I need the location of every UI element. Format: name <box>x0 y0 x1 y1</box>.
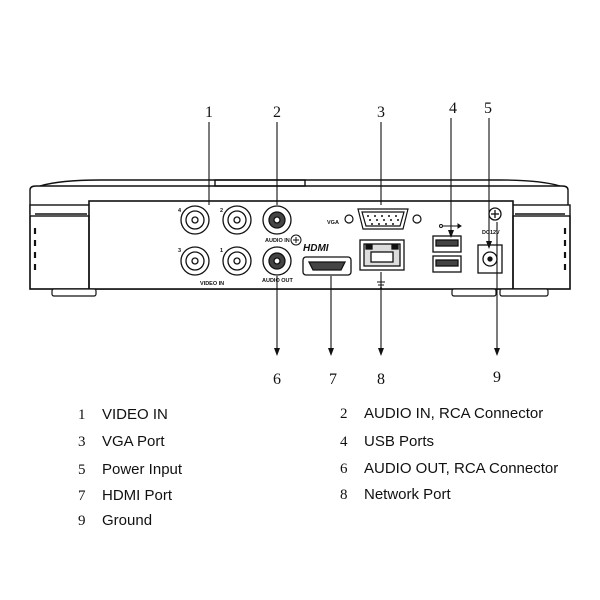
legend-number: 6 <box>340 461 348 477</box>
callout-7: 7 <box>329 371 337 388</box>
legend-label: AUDIO OUT, RCA Connector <box>364 460 559 477</box>
callout-5: 5 <box>484 100 492 117</box>
callout-3: 3 <box>377 104 385 121</box>
callout-arrowheads <box>274 230 500 356</box>
legend-number: 9 <box>78 513 86 529</box>
vga-port-icon <box>344 208 422 230</box>
legend-number: 8 <box>340 487 348 503</box>
callout-4: 4 <box>449 100 457 117</box>
legend-label: Network Port <box>364 486 451 503</box>
power-jack-icon <box>477 244 503 274</box>
audio-rca-connectors <box>262 205 292 276</box>
legend-label: Power Input <box>102 461 183 478</box>
legend-label: VGA Port <box>102 433 165 450</box>
ground-symbol-icon <box>290 234 302 246</box>
callout-9: 9 <box>493 369 501 386</box>
legend-number: 7 <box>78 488 86 504</box>
hdmi-panel-label: HDMI <box>303 243 329 254</box>
video-port-1-label: 1 <box>220 248 223 254</box>
callout-1: 1 <box>205 104 213 121</box>
legend-label: AUDIO IN, RCA Connector <box>364 405 544 422</box>
legend-number: 5 <box>78 462 86 478</box>
rear-panel-diagram: 4 2 3 1 VIDEO IN AUDIO IN AUDIO OUT VGA … <box>29 100 571 388</box>
legend: 1 VIDEO IN 2 AUDIO IN, RCA Connector 3 V… <box>0 400 600 600</box>
legend-item: 3 VGA Port <box>78 433 165 455</box>
legend-item: 5 Power Input <box>78 461 182 483</box>
network-port-icon <box>359 239 405 271</box>
legend-item: 7 HDMI Port <box>78 487 172 509</box>
callout-8: 8 <box>377 371 385 388</box>
network-ground-icon <box>377 281 385 289</box>
legend-number: 2 <box>340 406 348 422</box>
video-port-2-label: 2 <box>220 208 223 214</box>
hdmi-port-icon <box>302 256 352 276</box>
vga-panel-label: VGA <box>327 220 339 226</box>
audio-in-panel-label: AUDIO IN <box>265 238 290 244</box>
callout-2: 2 <box>273 104 281 121</box>
side-vents <box>33 228 567 270</box>
legend-item: 9 Ground <box>78 512 152 534</box>
legend-item: 1 VIDEO IN <box>78 406 168 428</box>
video-in-panel-label: VIDEO IN <box>200 281 224 287</box>
legend-label: HDMI Port <box>102 487 173 504</box>
legend-item: 8 Network Port <box>340 486 451 508</box>
audio-out-panel-label: AUDIO OUT <box>262 278 294 284</box>
device-feet <box>51 288 549 297</box>
vga-pins <box>367 215 399 225</box>
callout-6: 6 <box>273 371 281 388</box>
legend-number: 4 <box>340 434 348 450</box>
video-port-4-label: 4 <box>178 208 182 214</box>
legend-label: VIDEO IN <box>102 406 168 423</box>
dc12v-panel-label: DC12V <box>482 230 500 236</box>
legend-item: 6 AUDIO OUT, RCA Connector <box>340 460 558 482</box>
video-in-connectors <box>180 205 252 276</box>
video-port-3-label: 3 <box>178 248 181 254</box>
legend-label: Ground <box>102 512 153 529</box>
legend-number: 1 <box>78 407 86 423</box>
power-ground-icon <box>488 207 502 221</box>
legend-item: 4 USB Ports <box>340 433 434 455</box>
usb-ports-icon <box>432 235 462 273</box>
usb-symbol-icon <box>439 223 462 229</box>
legend-number: 3 <box>78 434 86 450</box>
legend-label: USB Ports <box>364 433 435 450</box>
legend-item: 2 AUDIO IN, RCA Connector <box>340 405 543 427</box>
